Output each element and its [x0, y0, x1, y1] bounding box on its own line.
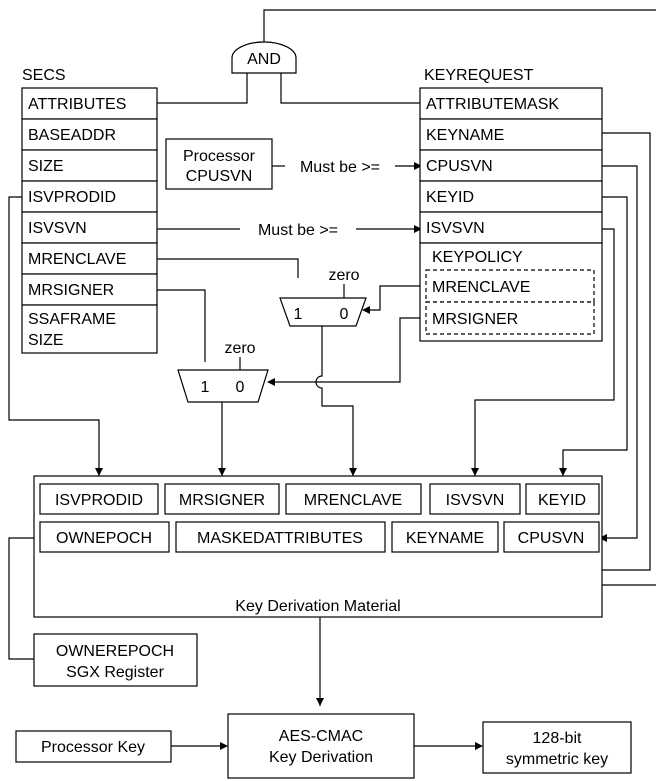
- isvsvn-comparison-label: Must be >=: [258, 222, 338, 239]
- secs-field-size: SIZE: [28, 158, 64, 175]
- processor-key-box: Processor Key: [15, 730, 172, 763]
- kdm-isvprodid: ISVPRODID: [55, 492, 143, 509]
- secs-field-isvprodid: ISVPRODID: [28, 189, 116, 206]
- and-gate-label: AND: [247, 51, 281, 68]
- processor-key-label: Processor Key: [41, 739, 145, 756]
- ownerepoch-line1: OWNEREPOCH: [56, 643, 174, 660]
- kdm-mrsigner: MRSIGNER: [179, 492, 265, 509]
- kdm-keyname: KEYNAME: [406, 530, 484, 547]
- keyrequest-field-isvsvn: ISVSVN: [426, 220, 485, 237]
- keyrequest-field-cpusvn: CPUSVN: [426, 158, 493, 175]
- secs-field-attributes: ATTRIBUTES: [28, 96, 126, 113]
- aes-cmac-box: AES-CMAC Key Derivation: [227, 713, 415, 779]
- mux-mrsigner-zero-label: zero: [224, 340, 255, 357]
- ownerepoch-register-box: OWNEREPOCH SGX Register: [33, 633, 198, 687]
- keypolicy-field-mrenclave: MRENCLAVE: [432, 279, 530, 296]
- secs-field-ssaframe-size: SIZE: [28, 332, 64, 349]
- secs-structure: SECS ATTRIBUTES BASEADDR SIZE ISVPRODID …: [21, 67, 158, 354]
- secs-field-baseaddr: BASEADDR: [28, 127, 116, 144]
- arrowheads: [34, 162, 607, 750]
- output-key-line2: symmetric key: [506, 751, 608, 768]
- kdm-label: Key Derivation Material: [235, 598, 400, 615]
- mux-mrsigner-input-0: 0: [236, 379, 245, 396]
- kdm-mrenclave: MRENCLAVE: [304, 492, 402, 509]
- kdm-ownepoch: OWNEPOCH: [56, 530, 152, 547]
- connectors: [8, 9, 656, 747]
- mux-mrenclave-input-1: 1: [294, 306, 303, 323]
- keyrequest-field-keyname: KEYNAME: [426, 127, 504, 144]
- ownerepoch-line2: SGX Register: [66, 664, 164, 681]
- mux-mrenclave: zero 1 0: [279, 267, 367, 327]
- secs-field-mrenclave: MRENCLAVE: [28, 251, 126, 268]
- key-derivation-material: ISVPRODID MRSIGNER MRENCLAVE ISVSVN KEYI…: [33, 475, 603, 618]
- processor-cpusvn-line2: CPUSVN: [186, 168, 253, 185]
- kdm-cpusvn: CPUSVN: [518, 530, 585, 547]
- keyrequest-structure: KEYREQUEST ATTRIBUTEMASK KEYNAME CPUSVN …: [419, 67, 603, 342]
- mux-mrsigner: zero 1 0: [177, 340, 269, 403]
- kdm-maskedattributes: MASKEDATTRIBUTES: [197, 530, 363, 547]
- secs-field-isvsvn: ISVSVN: [28, 220, 87, 237]
- kdm-isvsvn: ISVSVN: [446, 492, 505, 509]
- processor-cpusvn-box: Processor CPUSVN: [165, 138, 273, 190]
- keypolicy-field-mrsigner: MRSIGNER: [432, 311, 518, 328]
- processor-cpusvn-line1: Processor: [183, 148, 256, 165]
- output-key-line1: 128-bit: [533, 730, 582, 747]
- cpusvn-comparison-label: Must be >=: [300, 159, 380, 176]
- keyrequest-field-keyid: KEYID: [426, 189, 474, 206]
- mux-mrsigner-input-1: 1: [201, 379, 210, 396]
- secs-title: SECS: [22, 67, 66, 84]
- keypolicy-label: KEYPOLICY: [432, 249, 523, 266]
- secs-field-mrsigner: MRSIGNER: [28, 282, 114, 299]
- mux-mrenclave-input-0: 0: [340, 306, 349, 323]
- keyrequest-field-attributemask: ATTRIBUTEMASK: [426, 96, 559, 113]
- mux-mrenclave-zero-label: zero: [328, 267, 359, 284]
- secs-field-ssaframe: SSAFRAME: [28, 311, 116, 328]
- kdm-keyid: KEYID: [538, 492, 586, 509]
- aes-cmac-line2: Key Derivation: [269, 749, 373, 766]
- and-gate: AND: [231, 41, 297, 74]
- keyrequest-title: KEYREQUEST: [424, 67, 534, 84]
- aes-cmac-line1: AES-CMAC: [279, 728, 363, 745]
- output-key-box: 128-bit symmetric key: [482, 721, 632, 774]
